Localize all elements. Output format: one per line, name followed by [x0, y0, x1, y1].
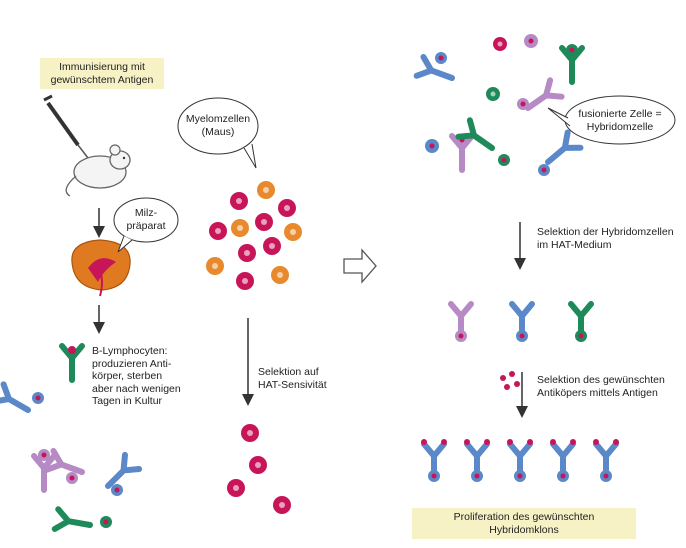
- myeloma-label: Myelomzellen (Maus): [185, 113, 251, 138]
- hybridoma-row: [451, 304, 591, 342]
- b-lymphocytes-label: B-Lymphocyten: produzieren Anti- körper,…: [92, 345, 181, 407]
- myeloma-cell-cluster: [206, 181, 302, 290]
- mouse-icon: [65, 144, 131, 197]
- bubble-myeloma: [177, 97, 259, 169]
- surviving-cells: [227, 424, 291, 514]
- spleen-prep-label: Milz- präparat: [126, 207, 166, 232]
- hybridoma-selection-label: Selektion der Hybridomzellen im HAT-Medi…: [537, 226, 674, 251]
- bubble-spleen: [113, 197, 179, 253]
- antigen-dots: [500, 371, 520, 390]
- process-arrow-icon: [343, 248, 377, 284]
- fused-cell-label: fusionierte Zelle = Hybridomzelle: [578, 108, 662, 133]
- syringe-icon: [43, 94, 89, 159]
- proliferation-label: Proliferation des gewünschten Hybridomkl…: [412, 508, 636, 539]
- hat-selection-label: Selektion auf HAT-Sensivität: [258, 366, 327, 391]
- antibody-selection-label: Selektion des gewünschten Antiköpers mit…: [537, 374, 665, 399]
- spleen-icon: [71, 239, 131, 297]
- bubble-fused-cell: [547, 95, 676, 145]
- fused-cells-group: [417, 34, 582, 176]
- immunization-label: Immunisierung mit gewünschtem Antigen: [40, 58, 164, 89]
- b-lymphocyte-antibodies: [0, 346, 139, 535]
- hybridoma-clones: [421, 439, 619, 482]
